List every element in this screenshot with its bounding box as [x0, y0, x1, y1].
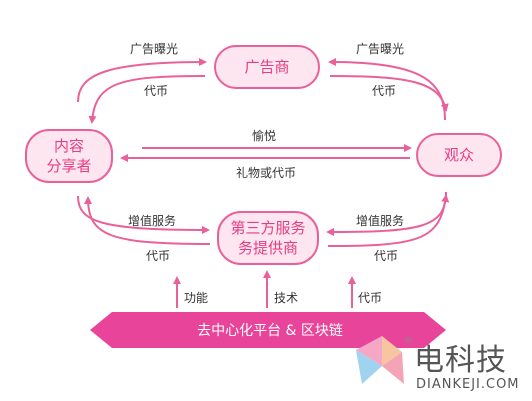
- watermark-brand: 电科技: [414, 343, 507, 378]
- label-token-bottom-left: 代币: [146, 249, 171, 263]
- node-viewer: 观众: [416, 133, 502, 177]
- arrow-provider-to-viewer: [327, 194, 450, 247]
- watermark-reg: ®: [404, 336, 413, 346]
- node-service-provider: 第三方服务 务提供商: [217, 211, 319, 265]
- watermark-domain: DIANKEJI.COM: [416, 377, 520, 392]
- label-ad-exposure-right: 广告曝光: [356, 42, 405, 56]
- arrow-creator-to-provider: [77, 195, 210, 234]
- node-advertiser: 广告商: [214, 45, 320, 89]
- arrow-creator-to-advertiser: [77, 58, 207, 103]
- label-joy: 愉悦: [252, 129, 277, 143]
- label-value-added-left: 增值服务: [128, 214, 177, 228]
- node-content-creator: 内容 分享者: [25, 129, 113, 183]
- label-function: 功能: [184, 291, 209, 305]
- label-token-up: 代币: [358, 291, 383, 305]
- label-token-top-right: 代币: [372, 84, 397, 98]
- platform-label: 去中心化平台 & 区块链: [197, 323, 343, 339]
- arrow-provider-to-creator: [84, 196, 211, 245]
- label-ad-exposure-left: 广告曝光: [130, 42, 179, 56]
- label-value-added-right: 增值服务: [356, 214, 405, 228]
- arrow-advertiser-to-viewer: [329, 75, 449, 112]
- label-token-top-left: 代币: [144, 84, 169, 98]
- label-token-bottom-right: 代币: [374, 249, 399, 263]
- arrow-advertiser-to-creator: [88, 75, 206, 124]
- label-gift-or-token: 礼物或代币: [236, 166, 297, 180]
- label-technology: 技术: [274, 291, 299, 305]
